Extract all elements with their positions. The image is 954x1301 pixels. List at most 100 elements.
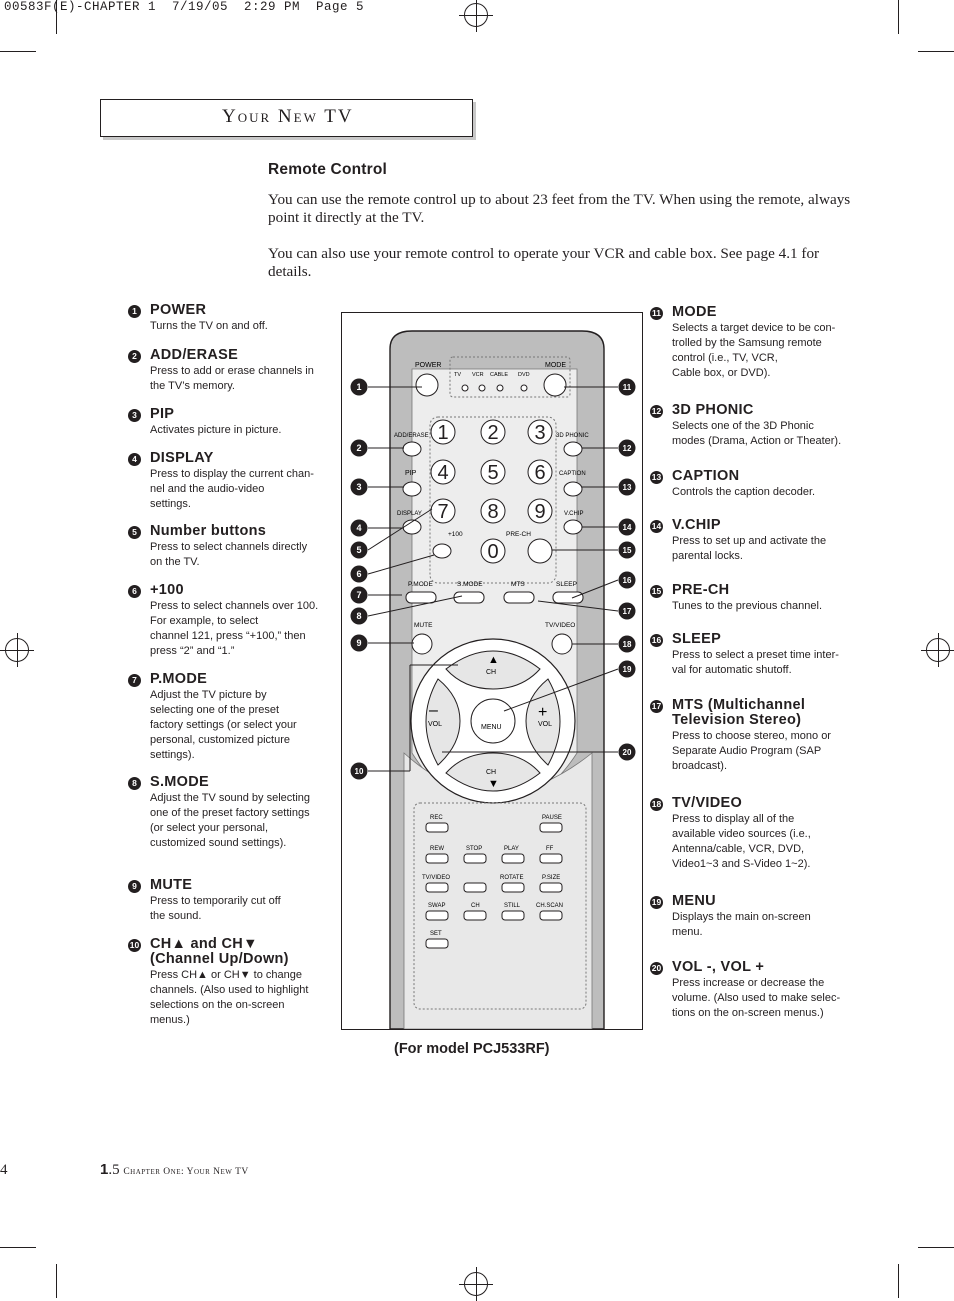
power-label: POWER: [415, 362, 441, 369]
digit-2: 2: [487, 422, 498, 444]
plus100-label: +100: [448, 531, 463, 538]
feature-item-pip: 3 PIP Activates picture in picture.: [128, 406, 336, 438]
callout-number: 16: [650, 634, 663, 647]
feature-item-display: 4 DISPLAY Press to display the current c…: [128, 451, 336, 512]
svg-text:9: 9: [356, 638, 361, 648]
callout-number: 13: [650, 471, 663, 484]
page-number-left: 4: [0, 1162, 8, 1178]
tvvideo2-label: TV/VIDEO: [422, 875, 450, 881]
svg-text:12: 12: [623, 444, 632, 453]
feature-item-3d-phonic: 12 3D PHONIC Selects one of the 3D Phoni…: [650, 403, 858, 449]
vchip-label: V.CHIP: [564, 511, 583, 517]
digit-7: 7: [437, 501, 448, 523]
feature-item-number-buttons: 5 Number buttons Press to select channel…: [128, 523, 336, 570]
intro-paragraph-2: You can also use your remote control to …: [268, 245, 820, 280]
ch-up-label: CH: [486, 669, 496, 676]
feature-item-mute: 9 MUTE Press to temporarily cut off the …: [128, 878, 336, 924]
feature-description: Press to display the current chan- nel a…: [150, 468, 314, 510]
display-label: DISPLAY: [397, 511, 422, 517]
feature-title: CAPTION: [672, 468, 740, 484]
svg-text:16: 16: [623, 576, 632, 585]
callout-number: 7: [128, 674, 141, 687]
crop-mark: [898, 0, 899, 34]
callout-number: 12: [650, 405, 663, 418]
feature-item-menu: 19 MENU Displays the main on-screen menu…: [650, 894, 858, 940]
feature-title: Number buttons: [150, 523, 267, 539]
svg-text:18: 18: [623, 640, 632, 649]
registration-mark: [921, 633, 954, 667]
vol-plus-label: VOL: [538, 721, 552, 728]
feature-title: SLEEP: [672, 631, 722, 647]
feature-description: Displays the main on-screen menu.: [672, 911, 811, 938]
print-slug: 00583F(E)-CHAPTER 1 7/19/05 2:29 PM Page…: [4, 0, 365, 14]
digit-6: 6: [534, 462, 545, 484]
digit-1: 1: [437, 422, 448, 444]
footer-page-number: .5: [108, 1162, 120, 1178]
digit-8: 8: [487, 501, 498, 523]
svg-text:4: 4: [356, 523, 361, 533]
feature-title: CH▲ and CH▼ (Channel Up/Down): [150, 936, 289, 967]
page-footer: 1.5 Chapter One: Your New TV: [100, 1161, 249, 1179]
feature-description: Press to select channels directly on the…: [150, 541, 308, 568]
svg-text:15: 15: [623, 546, 632, 555]
feature-title: P.MODE: [150, 671, 208, 687]
feature-title: PIP: [150, 406, 175, 422]
crop-mark: [56, 1264, 57, 1298]
feature-item-tv-video: 18 TV/VIDEO Press to display all of the …: [650, 796, 858, 872]
feature-title: V.CHIP: [672, 517, 721, 533]
chapter-header-box: [100, 99, 473, 137]
swap-label: SWAP: [428, 903, 445, 909]
feature-title: PRE-CH: [672, 582, 730, 598]
registration-mark: [0, 633, 34, 667]
rec-label: REC: [430, 815, 443, 821]
feature-title: ADD/ERASE: [150, 347, 239, 363]
callout-number: 18: [650, 798, 663, 811]
feature-title: +100: [150, 582, 184, 598]
callout-number: 5: [128, 526, 141, 539]
registration-mark: [459, 0, 493, 32]
footer-chapter-title: Chapter One: Your New TV: [123, 1167, 249, 1177]
crop-mark: [918, 1247, 954, 1248]
callout-number: 20: [650, 962, 663, 975]
callout-number: 11: [650, 307, 663, 320]
feature-item-channel: 10 CH▲ and CH▼ (Channel Up/Down) Press C…: [128, 936, 336, 1028]
feature-description: Selects one of the 3D Phonic modes (Dram…: [672, 420, 842, 447]
feature-description: Adjust the TV sound by selecting one of …: [150, 792, 311, 849]
feature-description: Press to choose stereo, mono or Separate…: [672, 730, 831, 772]
stop-label: STOP: [466, 846, 482, 852]
feature-item-plus100: 6 +100 Press to select channels over 100…: [128, 582, 336, 659]
svg-text:3: 3: [356, 482, 361, 492]
svg-text:19: 19: [623, 665, 632, 674]
callout-number: 1: [128, 305, 141, 318]
caption-label: CAPTION: [559, 471, 586, 477]
feature-description: Press to select channels over 100. For e…: [150, 600, 319, 657]
callout-number: 15: [650, 585, 663, 598]
feature-item-sleep: 16 SLEEP Press to select a preset time i…: [650, 631, 858, 678]
svg-text:11: 11: [623, 383, 632, 392]
tvvideo-label: TV/VIDEO: [545, 622, 575, 629]
psize-label: P.SIZE: [542, 875, 560, 881]
ch2-label: CH: [471, 903, 480, 909]
digit-3: 3: [534, 422, 545, 444]
feature-title: S.MODE: [150, 774, 209, 790]
feature-description: Press to display all of the available vi…: [672, 813, 811, 870]
feature-title: MTS (Multichannel Television Stereo): [672, 697, 806, 728]
3d-phonic-label: 3D PHONIC: [556, 433, 589, 439]
feature-item-smode: 8 S.MODE Adjust the TV sound by selectin…: [128, 774, 336, 851]
svg-text:6: 6: [356, 569, 361, 579]
digit-5: 5: [487, 462, 498, 484]
feature-description: Press to select a preset time inter- val…: [672, 649, 839, 676]
callout-number: 14: [650, 520, 663, 533]
still-label: STILL: [504, 903, 521, 909]
callout-number: 3: [128, 409, 141, 422]
vol-minus-label: VOL: [428, 721, 442, 728]
dev-cable-label: CABLE: [490, 372, 508, 378]
sleep-label: SLEEP: [556, 581, 577, 588]
rotate-label: ROTATE: [500, 875, 523, 881]
rew-label: REW: [430, 846, 444, 852]
callout-number: 8: [128, 777, 141, 790]
crop-mark: [56, 0, 57, 34]
callout-number: 4: [128, 453, 141, 466]
digit-4: 4: [437, 462, 448, 484]
crop-mark: [898, 1264, 899, 1298]
